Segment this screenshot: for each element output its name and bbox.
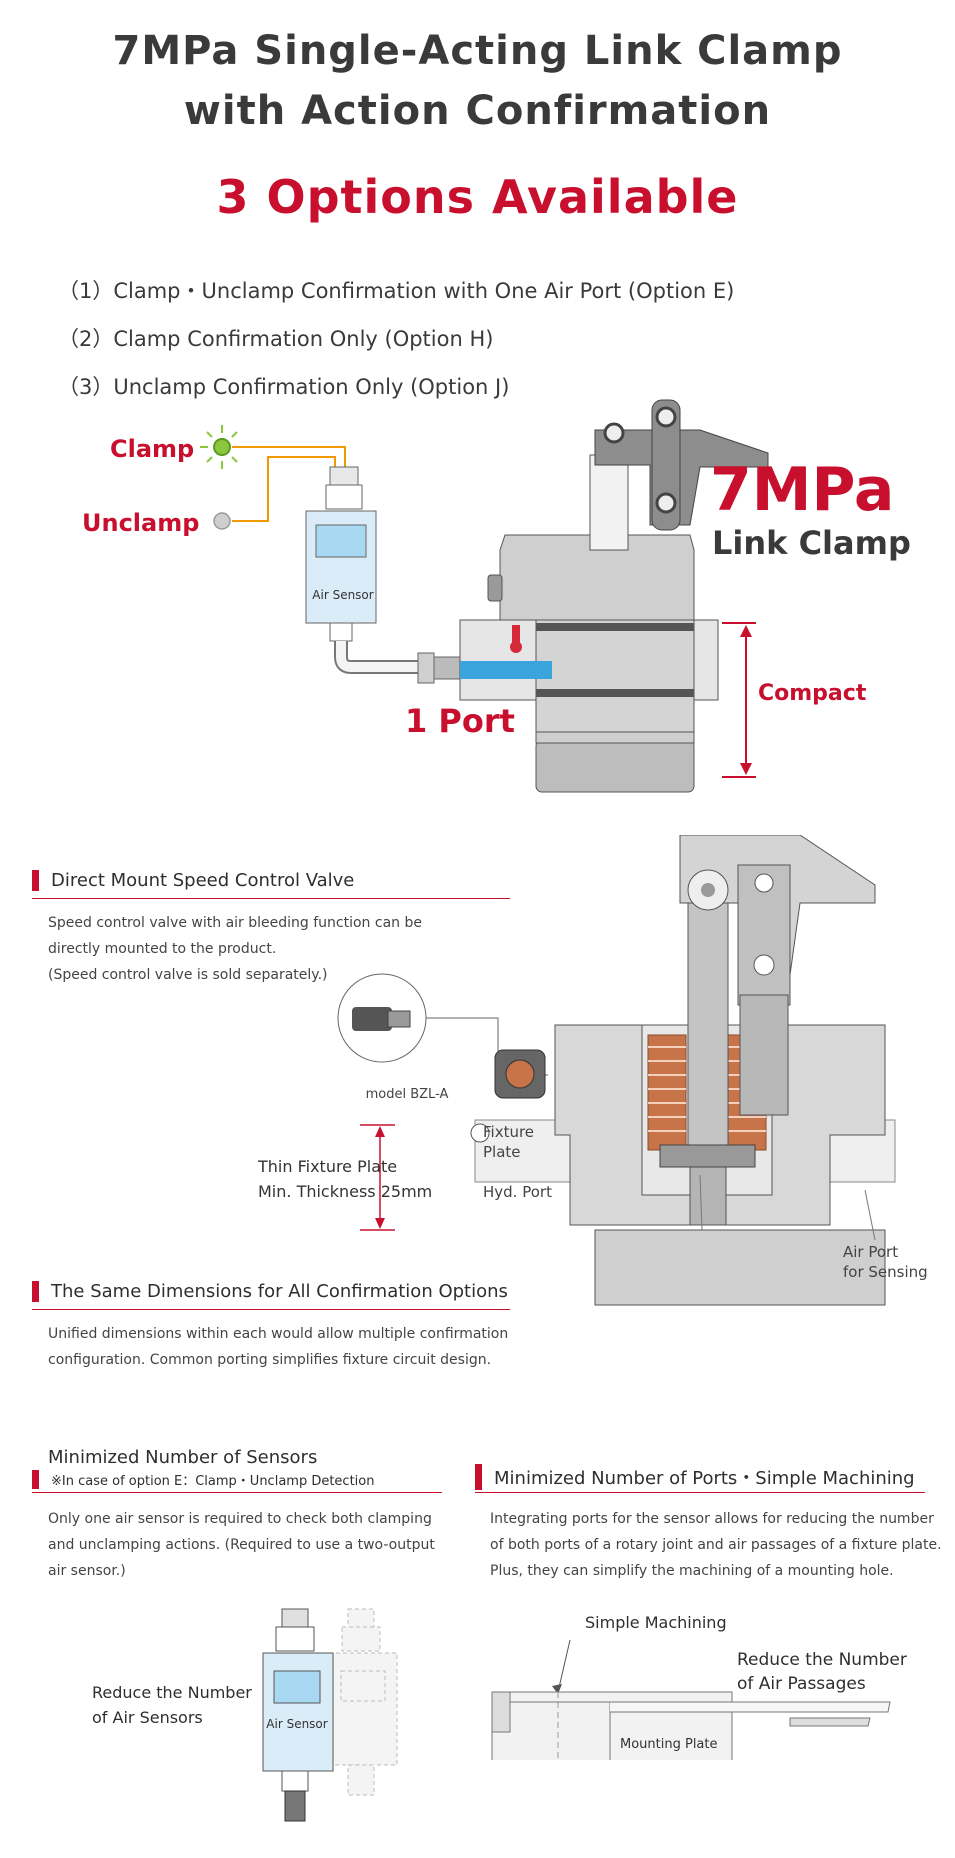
hyd-port-label: Hyd. Port [483,1183,552,1201]
thin-plate-label-1: Thin Fixture Plate [258,1157,398,1176]
air-port-label-1: Air Port [843,1243,899,1261]
speed-valve-text-1: Speed control valve with air bleeding fu… [48,915,422,931]
reduce-sensors-label-1: Reduce the Number [92,1683,252,1702]
min-sensors-text-2: and unclamping actions. (Required to use… [48,1537,435,1553]
port-label: 1 Port [405,702,515,740]
ghost-sensor-icon [328,1608,398,1796]
min-ports-text-3: Plus, they can simplify the machining of… [490,1563,894,1579]
unclamp-label: Unclamp [82,509,200,537]
model-label: model BZL-A [365,1087,449,1102]
air-sensor-icon [262,1608,334,1822]
page-title-line2: with Action Confirmation [183,88,772,134]
unclamp-lamp-icon [213,512,231,530]
page-subtitle: 3 Options Available [216,170,739,224]
same-dims-text-2: configuration. Common porting simplifies… [48,1352,492,1368]
fixture-plate-label-1: Fixture [483,1123,535,1141]
page-title-line1: 7MPa Single-Acting Link Clamp [112,28,843,74]
sensor-comparison-illustration [262,1608,398,1822]
mounting-plate-label: Mounting Plate [620,1737,718,1752]
option-j: （3）Unclamp Confirmation Only (Option J) [58,375,510,399]
air-sensor-label: Air Sensor [312,588,374,602]
pressure-label: 7MPa [710,455,895,525]
compact-dimension [722,622,756,778]
air-sensor-icon [305,466,420,674]
speed-valve-heading: Direct Mount Speed Control Valve [32,870,354,891]
option-e: （1）Clamp・Unclamp Confirmation with One A… [58,279,735,303]
speed-valve-text-3: (Speed control valve is sold separately.… [48,967,328,983]
fixture-plate-label-2: Plate [483,1143,521,1161]
min-ports-heading: Minimized Number of Ports・Simple Machini… [475,1464,915,1490]
min-sensors-rule [32,1492,442,1493]
min-sensors-heading: Minimized Number of Sensors [48,1447,318,1468]
simple-machining-label: Simple Machining [585,1613,727,1632]
sensor-label: Air Sensor [266,1717,328,1731]
min-ports-text-1: Integrating ports for the sensor allows … [490,1511,934,1527]
link-clamp-label: Link Clamp [712,524,911,562]
mounting-plate-illustration [491,1639,891,1760]
option-h: （2）Clamp Confirmation Only (Option H) [58,327,494,351]
same-dims-text-1: Unified dimensions within each would all… [48,1326,509,1342]
clamp-lamp-icon [200,425,244,469]
reduce-sensors-label-2: of Air Sensors [92,1708,203,1727]
min-sensors-note: ※In case of option E：Clamp・Unclamp Detec… [32,1470,374,1489]
min-sensors-text-1: Only one air sensor is required to check… [48,1511,432,1527]
hero-illustration [200,399,769,793]
same-dims-heading: The Same Dimensions for All Confirmation… [32,1281,508,1302]
reduce-passages-label-1: Reduce the Number [737,1650,907,1670]
cross-section-illustration [337,835,896,1306]
compact-label: Compact [758,681,867,706]
reduce-passages-label-2: of Air Passages [737,1674,866,1694]
min-ports-rule [475,1492,925,1493]
speed-valve-text-2: directly mounted to the product. [48,941,277,957]
thin-plate-label-2: Min. Thickness 25mm [258,1182,433,1201]
clamp-label: Clamp [110,435,195,463]
speed-valve-rule [32,898,510,899]
same-dims-rule [32,1309,510,1310]
link-clamp-body [459,399,769,793]
air-port-label-2: for Sensing [843,1263,928,1281]
min-ports-text-2: of both ports of a rotary joint and air … [490,1537,942,1553]
min-sensors-text-3: air sensor.) [48,1563,126,1579]
